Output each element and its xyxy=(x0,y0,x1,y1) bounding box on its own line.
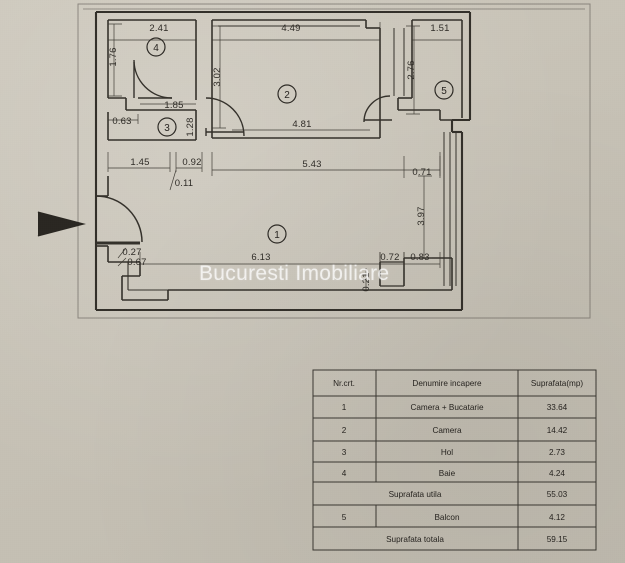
room-5-walls xyxy=(393,19,463,121)
dim-6-13: 6.13 xyxy=(251,252,270,263)
cell-area: 2.73 xyxy=(549,448,565,457)
window-right xyxy=(443,132,457,286)
table-header-area: Suprafata(mp) xyxy=(531,379,584,388)
dim-2-41: 2.41 xyxy=(149,23,168,34)
table-row: 4 Baie 4.24 xyxy=(342,469,566,478)
room-marker-1[interactable]: 1 xyxy=(267,224,287,244)
dim-1-76: 1.76 xyxy=(108,47,119,66)
room-marker-4[interactable]: 4 xyxy=(146,37,166,57)
room-markers: 1 2 3 4 5 xyxy=(146,37,454,244)
dim-1-28: 1.28 xyxy=(185,117,196,136)
dim-0-92: 0.92 xyxy=(182,157,201,168)
cell-name: Camera xyxy=(432,426,462,435)
table-row: 1 Camera + Bucatarie 33.64 xyxy=(342,403,568,412)
dim-5-43: 5.43 xyxy=(302,159,321,170)
cell-nr: 1 xyxy=(342,403,347,412)
dim-1-45: 1.45 xyxy=(130,157,149,168)
door-entry xyxy=(95,195,143,245)
cell-name: Hol xyxy=(441,448,453,457)
cell-area: 55.03 xyxy=(547,490,568,499)
north-arrow-icon xyxy=(37,211,86,237)
dim-1-51: 1.51 xyxy=(430,23,449,34)
room-marker-1-label: 1 xyxy=(274,230,280,241)
cell-name: Suprafata utila xyxy=(389,490,442,499)
dim-0-72: 0.72 xyxy=(380,252,399,263)
dimension-lines xyxy=(107,22,463,290)
dim-0-67: 0.67 xyxy=(127,257,146,268)
door-balcony xyxy=(363,95,392,123)
dim-4-81: 4.81 xyxy=(292,119,311,130)
dim-2-76: 2.76 xyxy=(406,60,417,79)
table-row: 2 Camera 14.42 xyxy=(342,426,568,435)
table-row-total: Suprafata totala 59.15 xyxy=(386,535,568,544)
room-schedule-table: Nr.crt. Denumire incapere Suprafata(mp) … xyxy=(312,369,597,551)
room-marker-2-label: 2 xyxy=(284,90,290,101)
table-row: 5 Balcon 4.12 xyxy=(342,513,566,522)
dim-1-85: 1.85 xyxy=(164,100,183,111)
table-header-nr: Nr.crt. xyxy=(333,379,355,388)
room-marker-4-label: 4 xyxy=(153,43,159,54)
cell-area: 14.42 xyxy=(547,426,568,435)
door-room-2 xyxy=(205,97,245,137)
door-bathroom xyxy=(133,59,173,99)
dim-0-63: 0.63 xyxy=(112,116,131,127)
dim-0-83: 0.83 xyxy=(410,252,429,263)
table-row-total-useful: Suprafata utila 55.03 xyxy=(389,490,568,499)
cell-name: Baie xyxy=(439,469,456,478)
room-2-walls xyxy=(211,19,381,139)
table-header-name: Denumire incapere xyxy=(412,379,482,388)
dim-0-11: 0.11 xyxy=(175,178,194,189)
room-marker-5[interactable]: 5 xyxy=(434,80,454,100)
cell-area: 33.64 xyxy=(547,403,568,412)
cell-nr: 2 xyxy=(342,426,347,435)
room-marker-5-label: 5 xyxy=(441,86,447,97)
dimension-labels: 2.41 4.49 1.51 1.76 3.02 2.76 1.85 4.81 … xyxy=(108,23,449,292)
cell-area: 59.15 xyxy=(547,535,568,544)
dim-0-27: 0.27 xyxy=(122,247,141,258)
dim-0-71: 0.71 xyxy=(412,167,431,178)
wall-outline xyxy=(94,10,472,312)
dim-3-02: 3.02 xyxy=(212,67,223,86)
dim-0-21: 0.21 xyxy=(361,272,372,291)
room-marker-2[interactable]: 2 xyxy=(277,84,297,104)
dim-3-97: 3.97 xyxy=(416,206,427,225)
room-marker-3[interactable]: 3 xyxy=(157,117,177,137)
cell-name: Camera + Bucatarie xyxy=(410,403,483,412)
cell-area: 4.24 xyxy=(549,469,565,478)
cell-nr: 3 xyxy=(342,448,347,457)
sheet-frame xyxy=(77,3,591,319)
table-row: 3 Hol 2.73 xyxy=(342,448,566,457)
dim-4-49: 4.49 xyxy=(281,23,300,34)
room-marker-3-label: 3 xyxy=(164,123,170,134)
cell-area: 4.12 xyxy=(549,513,565,522)
cell-name: Suprafata totala xyxy=(386,535,444,544)
cell-nr: 4 xyxy=(342,469,347,478)
cell-nr: 5 xyxy=(342,513,347,522)
cell-name: Balcon xyxy=(434,513,459,522)
